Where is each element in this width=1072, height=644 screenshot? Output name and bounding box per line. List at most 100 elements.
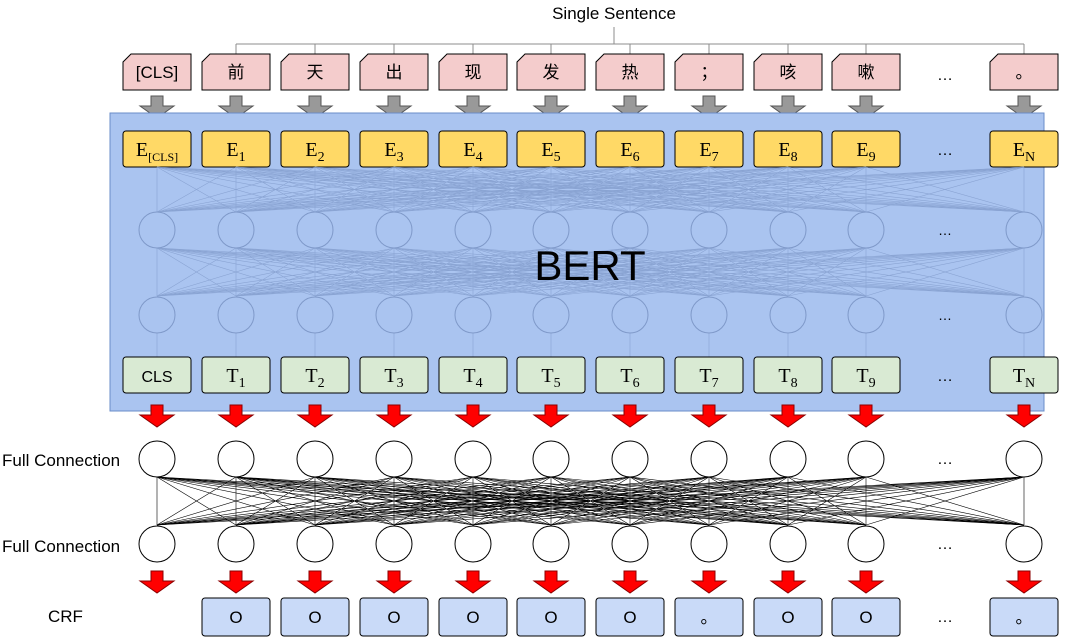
attention-edge [787,247,1025,297]
embedding-text: E6 [620,139,639,165]
attention-edge [708,166,1025,213]
output-box [674,356,744,394]
red-arrow [611,570,649,594]
red-arrow [454,404,492,428]
output-text: T7 [699,365,718,391]
fc-node [1005,440,1043,478]
output-box [831,356,901,394]
transformer-node [217,296,255,334]
output-box [359,356,429,394]
gray-arrow [454,95,492,119]
embedding-text: E2 [305,139,324,165]
red-arrow [769,404,807,428]
fc-node [847,440,885,478]
attention-edge [156,166,395,213]
embedding-text: E1 [226,139,245,165]
fc-edge [156,476,474,526]
gray-arrow [217,95,255,119]
fc-node [454,525,492,563]
fc-edge [156,476,552,526]
attention-edge [156,247,395,297]
attention-edge [156,247,552,297]
input-token-box [753,53,823,91]
input-token-box [122,53,192,91]
crf-label: CRF [48,607,83,626]
transformer-node [1005,211,1043,249]
attention-edge [865,166,1025,213]
gray-arrow [611,95,649,119]
output-box [122,356,192,394]
fc-node [847,525,885,563]
input-token-box [595,53,665,91]
input-token-text: 前 [228,63,245,83]
transformer-node-layers: …… [138,211,1043,334]
fc-edge [156,476,395,526]
fc-node [296,525,334,563]
transformer-node [690,296,728,334]
fc-edge [156,476,1025,526]
attention-edge [156,247,789,297]
input-token-box [989,53,1059,91]
input-token-box [201,53,271,91]
gray-arrow [138,95,176,119]
crf-tag-text: 。 [1016,608,1033,628]
red-arrow-row-top [138,404,1043,428]
transformer-node [138,211,176,249]
input-token-box [831,53,901,91]
attention-edge [235,247,867,297]
crf-ellipsis: … [937,609,953,626]
attention-edge [156,166,710,213]
attention-edge [156,166,237,213]
embedding-text: EN [1013,139,1035,165]
attention-edge [235,166,1025,213]
fc-node [611,440,649,478]
crf-tag-text: O [229,608,242,627]
fc-node [611,525,649,563]
output-text: T2 [305,365,324,391]
red-arrow [1005,570,1043,594]
fc-node [1005,525,1043,563]
attention-edge [156,166,789,213]
transformer-node [847,211,885,249]
crf-tag-text: O [466,608,479,627]
output-text: T6 [620,365,639,391]
fc-edge [156,476,237,526]
input-token-text: 出 [386,63,403,83]
input-token-box [516,53,586,91]
fc-node [769,525,807,563]
fc-node [690,525,728,563]
embedding-text: E5 [541,139,560,165]
sentence-bracket [235,27,1025,54]
red-arrow [532,404,570,428]
input-token-box [280,53,350,91]
fc-edge [156,476,631,526]
attention-edge [156,247,1025,297]
bert-label: BERT [534,242,645,289]
node-ellipsis: … [938,222,952,238]
crf-tag-box [438,597,508,637]
embedding-text: E3 [384,139,403,165]
fc-edge [472,476,1025,526]
attention-edge [235,166,867,213]
sentence-label: Single Sentence [552,4,676,23]
transformer-node [690,211,728,249]
gray-arrow [847,95,885,119]
fc-node [532,440,570,478]
red-arrow [1005,404,1043,428]
gray-arrow [769,95,807,119]
crf-tag-text: 。 [701,608,718,628]
attention-edge [865,247,1025,297]
crf-tag-text: O [308,608,321,627]
gray-arrow [532,95,570,119]
fc-node [217,525,255,563]
input-token-text: 嗽 [858,63,875,83]
crf-tag-box [595,597,665,637]
fc-node [138,440,176,478]
output-box [280,356,350,394]
attention-edge [629,247,1025,297]
attention-edge [787,166,1025,213]
crf-tag-box [831,597,901,637]
embedding-text: E8 [778,139,797,165]
